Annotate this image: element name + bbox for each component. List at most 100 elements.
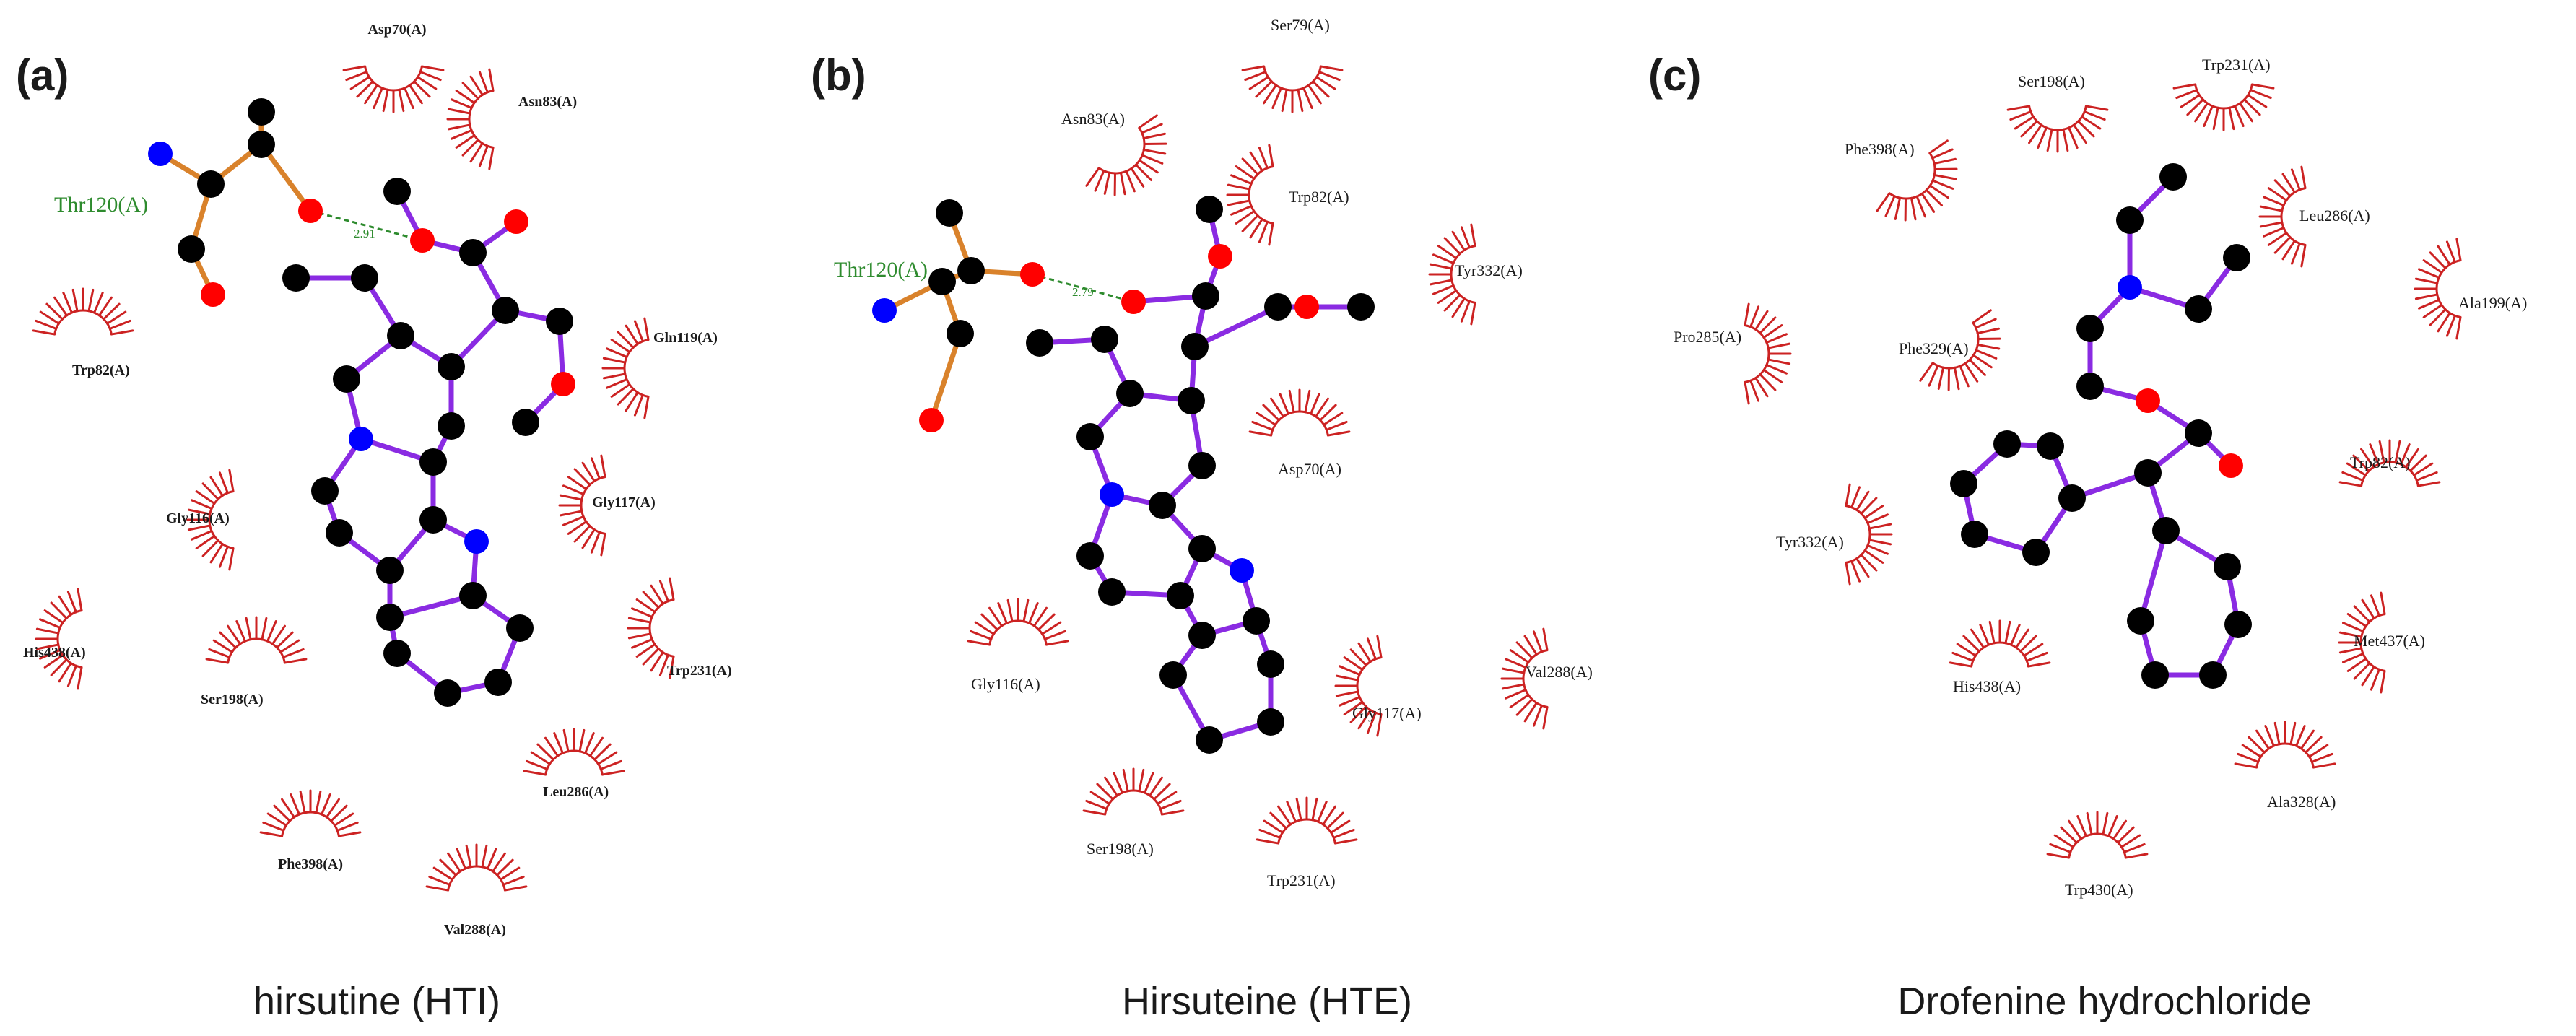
- residue-label-a: Trp82(A): [72, 362, 130, 378]
- hirsutine-carbon-atom: [484, 669, 512, 696]
- hydrophobic-contact-arc: [558, 454, 606, 557]
- hirsutine-carbon-atom: [383, 178, 411, 205]
- hirsutine-carbon-atom: [248, 131, 275, 158]
- hirsutine-nitrogen-atom: [349, 427, 373, 451]
- hirsuteine-carbon-atom: [1192, 282, 1219, 310]
- hirsutine-carbon-atom: [311, 477, 339, 505]
- residue-label-b: Val288(A): [1526, 663, 1593, 681]
- drofenine-carbon-atom: [2076, 373, 2104, 400]
- residue-label-a: His438(A): [23, 645, 86, 661]
- residue-label-a: Gly117(A): [592, 495, 656, 510]
- drofenine-carbon-atom: [1993, 430, 2021, 458]
- hydrophobic-contact-arc: [32, 287, 134, 336]
- hydrophobic-contact-arc: [342, 65, 445, 113]
- hirsutine-nitrogen-atom: [464, 529, 489, 554]
- hydrophobic-contact-arc: [1248, 388, 1351, 437]
- residue-label-a: Asn83(A): [518, 94, 577, 110]
- hirsuteine-bond: [1192, 304, 1281, 349]
- hirsuteine-carbon-atom: [1076, 423, 1104, 450]
- hirsutine-carbon-atom: [459, 582, 487, 609]
- hirsuteine-carbon-atom: [1178, 387, 1205, 414]
- panel-a-letter: (a): [16, 51, 69, 100]
- hydrophobic-contact-arc: [2258, 165, 2307, 268]
- residue-label-c: Tyr332(A): [1776, 533, 1844, 551]
- residue-label-c: Met437(A): [2354, 632, 2425, 650]
- hydrophobic-contact-arc: [967, 598, 1069, 646]
- residue-label-c: Phe398(A): [1845, 140, 1915, 158]
- residue-label-a: Gln119(A): [653, 330, 718, 346]
- hirsutine-carbon-atom: [282, 264, 310, 292]
- residue-label-c: Trp82(A): [2350, 453, 2411, 471]
- residue-label-b: Trp231(A): [1267, 871, 1336, 889]
- hydrophobic-contact-arc: [1334, 635, 1383, 737]
- hirsuteine-carbon-atom: [1026, 329, 1053, 357]
- hydrophobic-contact-arc: [1428, 223, 1476, 326]
- drofenine-oxygen-atom: [2219, 453, 2243, 478]
- drofenine-carbon-atom: [2214, 553, 2241, 580]
- hydrophobic-contact-arc: [1500, 627, 1549, 730]
- hirsuteine-oxygen-atom: [1020, 262, 1045, 287]
- residue-label-a: Phe398(A): [278, 856, 343, 872]
- hirsuteine-carbon-atom: [1188, 535, 1216, 562]
- hirsutine-carbon-atom: [506, 614, 534, 642]
- hirsutine-oxygen-atom: [410, 228, 435, 253]
- residue-label-c: His438(A): [1953, 677, 2021, 695]
- residue-label-c: Pro285(A): [1674, 328, 1741, 346]
- hirsutine-carbon-atom: [351, 264, 378, 292]
- hydrophobic-contact-arc: [1082, 767, 1185, 816]
- hirsuteine-oxygen-atom: [1121, 290, 1146, 314]
- drofenine-carbon-atom: [2037, 432, 2064, 460]
- panel-c-letter: (c): [1648, 51, 1701, 100]
- residue-label-b: Ser79(A): [1271, 16, 1330, 34]
- drofenine-carbon-atom: [2022, 539, 2050, 566]
- residue-label-c: Ser198(A): [2018, 72, 2085, 90]
- hydrophobic-contact-arc: [1241, 65, 1344, 113]
- hydrophobic-contact-arc: [1085, 114, 1167, 196]
- residue-label-b: Asn83(A): [1061, 110, 1125, 128]
- hirsuteine-oxygen-atom: [1208, 244, 1232, 269]
- residue-label-a: Gly116(A): [166, 510, 230, 526]
- hirsutine-oxygen-atom: [504, 209, 528, 234]
- hirsutine-nitrogen-atom: [148, 142, 173, 166]
- hydrophobic-contact-arc: [1876, 139, 1958, 222]
- residue-label-c: Ala199(A): [2458, 294, 2527, 312]
- residue-label-c: Leu286(A): [2299, 206, 2370, 225]
- hirsuteine-carbon-atom: [1196, 726, 1223, 754]
- hirsuteine-carbon-atom: [1181, 333, 1209, 360]
- hirsutine-carbon-atom: [376, 557, 404, 584]
- hirsuteine-carbon-atom: [1167, 582, 1194, 609]
- hydrophobic-contact-arc: [425, 843, 528, 892]
- panel-a-hbond-residue: Thr120(A): [54, 193, 148, 217]
- drofenine-bond: [2138, 528, 2169, 624]
- hbond-line-b: [1032, 273, 1134, 303]
- drofenine-carbon-atom: [2185, 419, 2212, 447]
- hydrophobic-contact-arc: [1919, 309, 2001, 391]
- thr120-bond: [258, 142, 313, 214]
- drofenine-carbon-atom: [2224, 611, 2252, 638]
- drofenine-carbon-atom: [2127, 607, 2154, 635]
- hirsuteine-carbon-atom: [1188, 452, 1216, 479]
- hirsutine-carbon-atom: [383, 640, 411, 667]
- hirsuteine-carbon-atom: [1098, 578, 1126, 606]
- hydrophobic-contact-arc: [205, 616, 308, 664]
- residue-label-b: Ser198(A): [1087, 840, 1154, 858]
- hirsutine-carbon-atom: [333, 365, 360, 393]
- hydrophobic-contact-arc: [2234, 721, 2336, 769]
- hbond-line-a: [310, 209, 423, 242]
- panel-a-hbond-distance: 2.91: [354, 227, 375, 240]
- hirsuteine-carbon-atom: [1257, 708, 1284, 736]
- hydrophobic-contact-arc: [627, 577, 675, 679]
- hirsuteine-carbon-atom: [1257, 650, 1284, 678]
- hirsutine-oxygen-atom: [201, 282, 225, 307]
- drofenine-carbon-atom: [1961, 521, 1988, 548]
- drofenine-carbon-atom: [2223, 244, 2250, 271]
- hydrophobic-contact-arc: [1226, 144, 1274, 246]
- hirsutine-carbon-atom: [419, 506, 447, 534]
- drofenine-carbon-atom: [2141, 661, 2169, 689]
- residue-label-b: Asp70(A): [1278, 460, 1341, 478]
- hirsutine-carbon-atom: [438, 412, 465, 440]
- panel-b-hbond-residue: Thr120(A): [834, 258, 928, 282]
- hirsutine-carbon-atom: [512, 409, 539, 436]
- residue-label-a: Trp231(A): [667, 663, 732, 679]
